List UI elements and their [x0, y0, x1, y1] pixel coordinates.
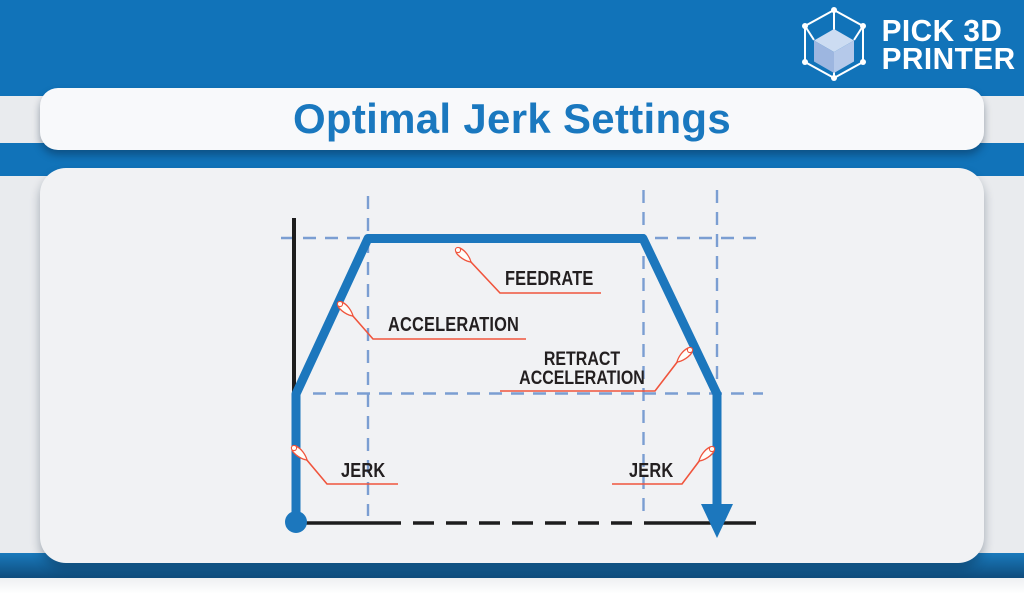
brand-name-line2: PRINTER	[882, 41, 1016, 76]
brand-name: PICK 3D PRINTER	[882, 13, 1016, 76]
label-retract-line2: ACCELERATION	[519, 368, 645, 389]
label-retract-line1: RETRACT	[543, 349, 621, 370]
cube-wireframe-icon	[802, 7, 867, 81]
label-feedrate: FEEDRATE	[505, 268, 594, 290]
label-acceleration: ACCELERATION	[388, 314, 520, 336]
footer-strip	[0, 578, 1024, 594]
pen-icons	[290, 246, 716, 462]
velocity-profile-line	[291, 234, 722, 521]
label-jerk-right: JERK	[629, 460, 674, 482]
brand-name-line1: PICK 3D	[882, 13, 1003, 48]
leader-acceleration	[351, 314, 526, 340]
leader-feedrate	[469, 260, 601, 294]
pen-icon	[676, 346, 694, 363]
pen-icon	[698, 445, 716, 462]
brand-logo: PICK 3D PRINTER	[797, 5, 1016, 85]
pen-icon	[290, 444, 308, 461]
title-banner: Optimal Jerk Settings	[40, 88, 984, 150]
pen-icon	[336, 300, 354, 317]
label-jerk-left: JERK	[341, 460, 386, 482]
profile-start-dot	[285, 511, 307, 533]
leader-retract-acceleration	[500, 360, 679, 392]
leader-jerk-left	[305, 458, 398, 485]
page-title: Optimal Jerk Settings	[292, 95, 732, 142]
profile-end-arrow	[701, 504, 733, 538]
leader-jerk-right	[612, 459, 701, 485]
pen-icon	[454, 246, 472, 263]
label-retract-acceleration: RETRACT ACCELERATION	[518, 350, 646, 388]
diagram-panel	[40, 168, 984, 563]
